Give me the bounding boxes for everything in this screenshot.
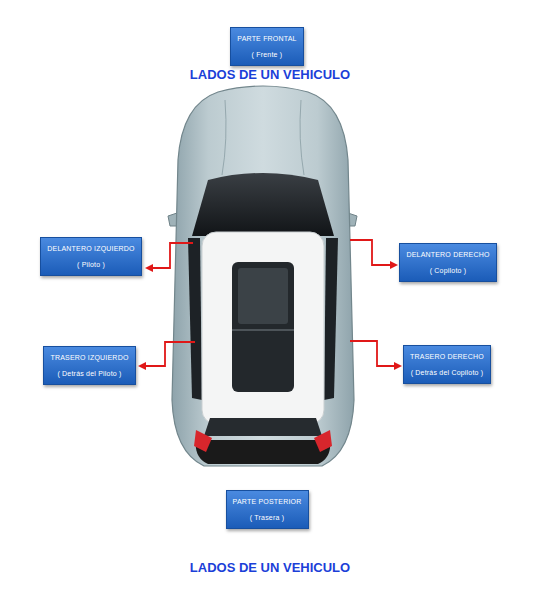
- box-subtext: ( Piloto ): [47, 260, 135, 269]
- diagram-caption: LADOS DE UN VEHICULO: [0, 560, 540, 576]
- leader-arrow: [144, 240, 396, 366]
- box-heading: PARTE FRONTAL: [237, 34, 297, 43]
- box-subtext: ( Copiloto ): [406, 266, 490, 275]
- box-heading: DELANTERO IZQUIERDO: [47, 244, 135, 253]
- label-box: DELANTERO IZQUIERDO ( Piloto ): [40, 237, 142, 276]
- box-subtext: ( Frente ): [237, 50, 297, 59]
- label-box: PARTE FRONTAL ( Frente ): [230, 27, 304, 66]
- diagram-title: LADOS DE UN VEHICULO: [0, 67, 540, 83]
- box-subtext: ( Detrás del Copiloto ): [410, 368, 484, 377]
- box-heading: TRASERO IZQUIERDO: [50, 353, 129, 362]
- box-heading: TRASERO DERECHO: [410, 352, 484, 361]
- box-subtext: ( Trasera ): [233, 513, 302, 522]
- label-box: DELANTERO DERECHO ( Copiloto ): [399, 243, 497, 282]
- box-subtext: ( Detrás del Piloto ): [50, 369, 129, 378]
- label-box: TRASERO IZQUIERDO ( Detrás del Piloto ): [43, 346, 136, 385]
- box-heading: DELANTERO DERECHO: [406, 250, 490, 259]
- label-box: PARTE POSTERIOR ( Trasera ): [226, 490, 309, 529]
- arrow-head: [138, 261, 402, 370]
- box-heading: PARTE POSTERIOR: [233, 497, 302, 506]
- label-box: TRASERO DERECHO ( Detrás del Copiloto ): [403, 345, 491, 384]
